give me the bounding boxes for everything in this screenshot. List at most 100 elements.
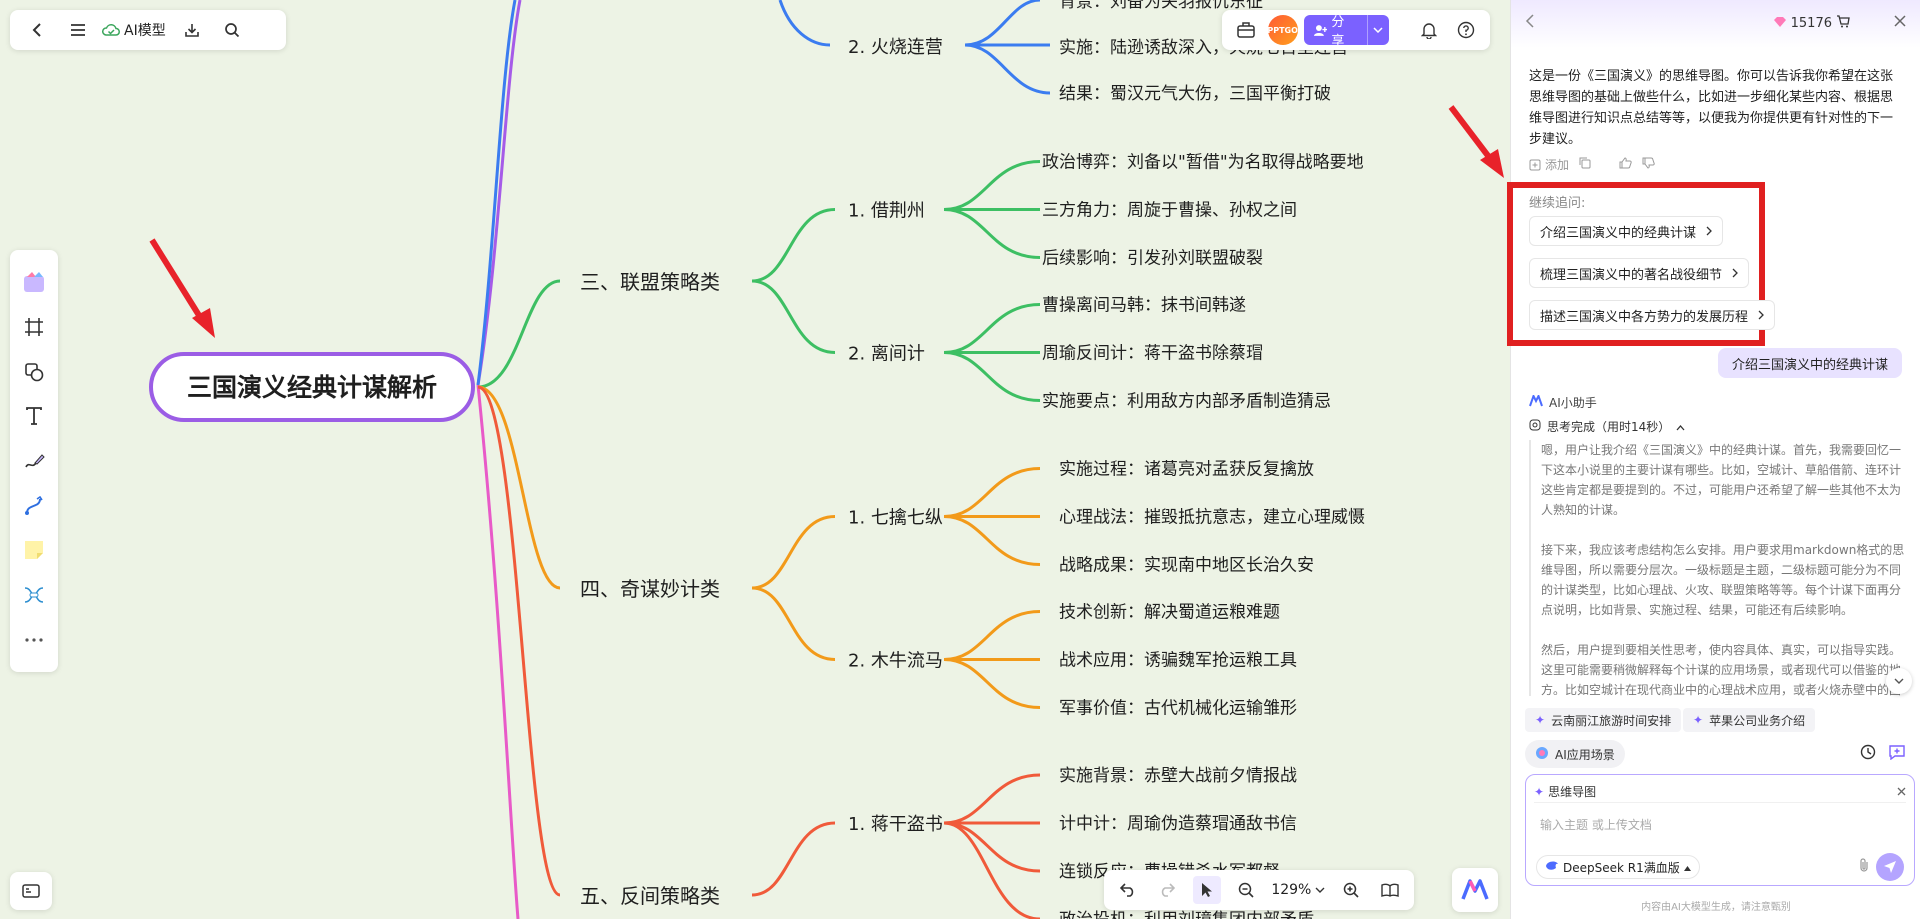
sticky-note-icon[interactable] [14, 530, 54, 570]
sub-node-label[interactable]: 2. 火烧连营 [848, 37, 943, 58]
search-icon[interactable] [212, 10, 252, 50]
more-tools-icon[interactable] [14, 620, 54, 660]
leaf-node-label[interactable]: 实施背景：赤壁大战前夕情报战 [1059, 766, 1297, 786]
ai-assistant-button[interactable] [1452, 868, 1498, 912]
reading-mode-icon[interactable] [1376, 876, 1404, 904]
branch-node-label[interactable]: 五、反间策略类 [580, 884, 720, 908]
zoom-level-select[interactable]: 129% [1271, 882, 1325, 898]
thumbs-down-icon[interactable] [1642, 157, 1655, 172]
zoom-out-icon[interactable] [1232, 876, 1260, 904]
assistant-header: AI小助手 [1529, 393, 1597, 411]
deepseek-icon [1545, 860, 1559, 874]
leaf-node-label[interactable]: 政治博弈：刘备以"暂借"为名取得战略要地 [1042, 153, 1364, 173]
ai-logo-icon [1461, 879, 1489, 901]
leaf-node-label[interactable]: 战略成果：实现南中地区长治久安 [1059, 556, 1314, 576]
frame-icon[interactable] [14, 307, 54, 347]
sparkle-icon: ✦ [1534, 784, 1545, 799]
menu-icon[interactable] [58, 10, 98, 50]
history-icon[interactable] [1860, 744, 1876, 760]
branch-node-label[interactable]: 四、奇谋妙计类 [580, 577, 720, 601]
zoom-in-icon[interactable] [1337, 876, 1365, 904]
branch-line-pink [476, 384, 520, 919]
send-button[interactable] [1876, 853, 1904, 881]
sub-node-label[interactable]: 2. 离间计 [848, 344, 925, 365]
model-select[interactable]: DeepSeek R1满血版 [1536, 855, 1700, 879]
leaf-node-label[interactable]: 战术应用：诱骗魏军抢运粮工具 [1059, 651, 1297, 671]
undo-icon[interactable] [1114, 876, 1142, 904]
close-icon[interactable] [1894, 15, 1906, 27]
template-box-icon[interactable] [1230, 14, 1262, 46]
sub-node-label[interactable]: 2. 木牛流马 [848, 651, 943, 672]
bell-icon[interactable] [1413, 14, 1445, 46]
followup-button[interactable]: 梳理三国演义中的著名战役细节 [1529, 258, 1750, 288]
back-icon[interactable] [18, 10, 58, 50]
chat-input[interactable] [1540, 813, 1880, 837]
leaf-node-label[interactable]: 实施要点：利用敌方内部矛盾制造猜忌 [1042, 392, 1331, 412]
followup-button[interactable]: 描述三国演义中各方势力的发展历程 [1529, 300, 1776, 330]
send-icon [1884, 861, 1896, 873]
copy-icon[interactable] [1579, 157, 1591, 172]
pen-tool-icon[interactable] [14, 441, 54, 481]
sub-node-label[interactable]: 1. 蒋干盗书 [848, 814, 943, 835]
branch-line [477, 385, 561, 590]
mindmap-canvas[interactable]: 三国演义经典计谋解析 2. 火烧连营 背景：刘备为关羽报仇东征 实施：陆逊诱敌深… [0, 0, 1510, 919]
leaf-node-label[interactable]: 技术创新：解决蜀道运粮难题 [1059, 603, 1280, 623]
leaf-node-label[interactable]: 曹操离间马韩：抹书间韩遂 [1042, 296, 1246, 316]
minimap-icon [22, 883, 40, 899]
mindmap-graph[interactable]: 三国演义经典计谋解析 2. 火烧连营 背景：刘备为关羽报仇东征 实施：陆逊诱敌深… [0, 0, 1510, 919]
leaf-node-label[interactable]: 心理战法：摧毁抵抗意志，建立心理威慑 [1059, 508, 1365, 528]
sub-node-label[interactable]: 1. 借荆州 [848, 201, 925, 222]
avatar[interactable]: PPTGO [1267, 15, 1298, 45]
leaf-line [943, 610, 1041, 661]
caret-up-icon [1683, 860, 1691, 874]
leaf-line [964, 0, 1041, 47]
redo-icon[interactable] [1153, 876, 1181, 904]
leaf-node-label[interactable]: 军事价值：古代机械化运输雏形 [1059, 699, 1297, 719]
help-icon[interactable] [1450, 14, 1482, 46]
shapes-icon[interactable] [14, 352, 54, 392]
leaf-node-label[interactable]: 结果：蜀汉元气大伤，三国平衡打破 [1059, 84, 1331, 104]
download-icon[interactable] [172, 10, 212, 50]
attachment-icon[interactable] [1858, 857, 1870, 873]
leaf-node-label[interactable]: 后续影响：引发孙刘联盟破裂 [1042, 249, 1263, 269]
cursor-select-icon[interactable] [1192, 876, 1221, 904]
suggestion-chip[interactable]: ✦苹果公司业务介绍 [1683, 708, 1816, 732]
branch-line [477, 279, 561, 389]
assistant-intro-message: 这是一份《三国演义》的思维导图。你可以告诉我你希望在这张思维导图的基础上做些什么… [1529, 69, 1894, 147]
minimap-toggle[interactable] [10, 872, 52, 910]
leaf-line [943, 351, 1041, 402]
thumbs-up-icon[interactable] [1619, 157, 1632, 172]
leaf-node-label[interactable]: 实施过程：诸葛亮对孟获反复擒放 [1059, 460, 1314, 480]
ai-scenarios-button[interactable]: AI应用场景 [1525, 740, 1625, 768]
add-to-canvas-button[interactable]: 添加 [1529, 156, 1569, 173]
share-dropdown[interactable] [1367, 15, 1389, 45]
sub-branch-line [751, 821, 836, 897]
mindmap-tool-icon[interactable] [14, 575, 54, 615]
sub-node-label[interactable]: 1. 七擒七纵 [848, 508, 943, 529]
ai-model-label[interactable]: AI模型 [124, 23, 166, 39]
theme-style-icon[interactable] [14, 262, 54, 302]
leaf-node-label[interactable]: 计中计：周瑜伪造蔡瑁通敌书信 [1059, 814, 1297, 834]
close-icon[interactable] [1897, 785, 1906, 799]
credits-counter[interactable]: 15176 [1773, 15, 1850, 32]
text-tool-icon[interactable] [14, 396, 54, 436]
leaf-node-label[interactable]: 政治投机：利用刘璋集团内部矛盾 [1059, 910, 1314, 919]
leaf-node-label[interactable]: 三方角力：周旋于曹操、孙权之间 [1042, 201, 1297, 221]
cart-icon[interactable] [1836, 15, 1850, 32]
scroll-down-button[interactable] [1886, 668, 1912, 694]
leaf-node-label[interactable]: 背景：刘备为关羽报仇东征 [1059, 0, 1263, 12]
scene-icon [1535, 746, 1549, 763]
think-status-toggle[interactable]: 思考完成（用时14秒） [1529, 418, 1685, 435]
mode-tag-label: 思维导图 [1548, 785, 1597, 799]
followup-button[interactable]: 介绍三国演义中的经典计谋 [1529, 216, 1724, 246]
connector-icon[interactable] [14, 486, 54, 526]
leaf-line [943, 773, 1041, 825]
branch-node-label[interactable]: 三、联盟策略类 [580, 270, 720, 294]
new-chat-icon[interactable] [1888, 744, 1906, 760]
followup-label: 介绍三国演义中的经典计谋 [1540, 225, 1697, 241]
share-button[interactable]: 分享 [1303, 15, 1389, 45]
suggestion-chip[interactable]: ✦云南丽江旅游时间安排 [1525, 708, 1682, 732]
collapse-icon[interactable] [1525, 14, 1535, 28]
root-node[interactable] [149, 352, 475, 422]
leaf-node-label[interactable]: 周瑜反间计：蒋干盗书除蔡瑁 [1042, 344, 1263, 364]
